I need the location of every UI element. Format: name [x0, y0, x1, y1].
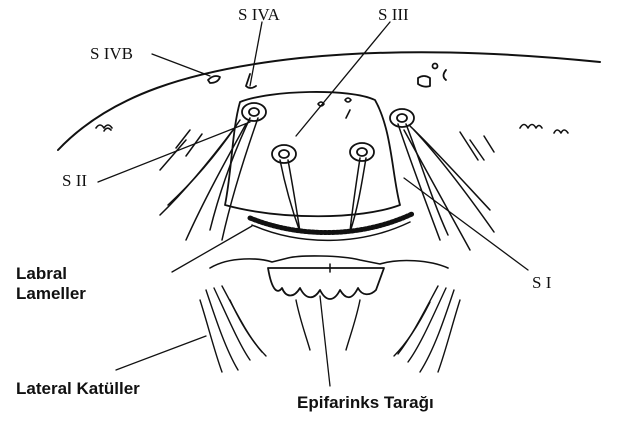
epipharynx-comb	[268, 268, 384, 299]
sensilla-iv	[208, 64, 446, 89]
label-s-ii: S II	[62, 172, 87, 189]
leader-lines	[98, 22, 528, 386]
epipharynx-outline	[210, 256, 448, 268]
sensilla-iii	[318, 98, 351, 118]
label-labral-line1: Labral	[16, 264, 86, 284]
leader-labral	[172, 226, 252, 272]
label-s-ivb: S IVB	[90, 45, 133, 62]
head-outline	[58, 52, 600, 150]
leader-s-ivb	[152, 54, 210, 76]
head-hairs	[96, 125, 568, 134]
sensilla-ii-sockets	[242, 103, 414, 163]
leader-s-iii	[296, 22, 390, 136]
leader-s-i	[404, 178, 528, 270]
leader-s-iva	[250, 22, 262, 86]
label-s-i: S I	[532, 274, 551, 291]
label-s-iva: S IVA	[238, 6, 280, 23]
label-labral-line2: Lameller	[16, 284, 86, 304]
label-labral-lameller: Labral Lameller	[16, 264, 86, 303]
label-epifarinks-taragi: Epifarinks Tarağı	[297, 393, 434, 413]
label-s-iii: S III	[378, 6, 409, 23]
leader-epifarinks	[320, 296, 330, 386]
leader-lateral	[116, 336, 206, 370]
label-lateral-katuller: Lateral Katüller	[16, 379, 140, 399]
